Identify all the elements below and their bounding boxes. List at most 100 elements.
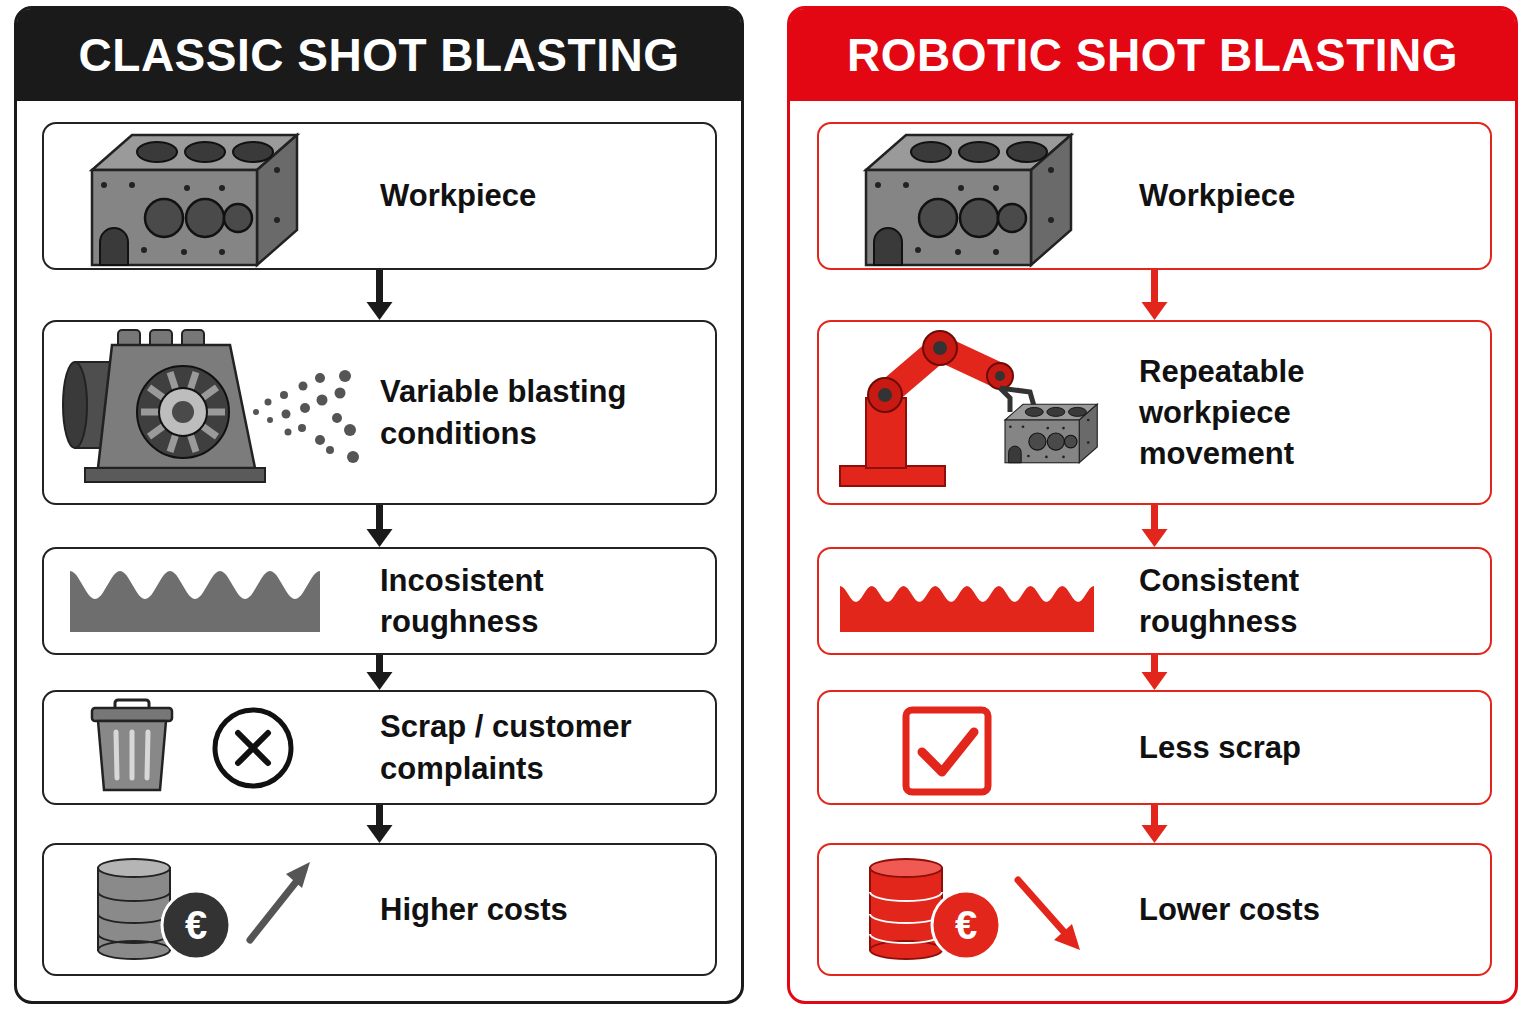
illustration-part — [215, 710, 291, 786]
illustration-part — [315, 373, 325, 383]
illustration-part — [1005, 404, 1097, 463]
arrow-head — [1142, 302, 1168, 320]
illustration-part — [98, 868, 170, 950]
flow-arrow — [367, 805, 393, 843]
illustration-part — [987, 363, 1013, 389]
illustration-part — [933, 341, 947, 355]
illustration-part — [1054, 924, 1080, 950]
blast-wheel — [63, 330, 359, 482]
illustration-part — [170, 372, 176, 389]
illustration-part — [870, 859, 942, 877]
illustration-part — [922, 732, 974, 772]
engine-block — [866, 135, 1071, 265]
illustration-part — [130, 732, 135, 778]
illustration-part — [116, 732, 117, 778]
flow-arrow — [367, 270, 393, 320]
arrow-shaft — [1151, 805, 1158, 827]
illustration-part — [286, 862, 310, 888]
illustration-part — [347, 451, 359, 463]
illustration-part — [285, 429, 292, 436]
illustration-part — [116, 732, 148, 778]
arrow-head — [367, 825, 393, 843]
illustration-part — [253, 409, 259, 415]
process-box: Workpiece — [817, 122, 1492, 270]
illustration-part — [870, 892, 942, 943]
flow-arrow — [367, 505, 393, 547]
column-panel: CLASSIC SHOT BLASTING WorkpieceVariable b… — [14, 6, 744, 1004]
illustration-part — [92, 135, 297, 265]
illustration-part — [202, 387, 217, 398]
illustration-part — [141, 409, 159, 416]
illustration-part — [1018, 880, 1064, 932]
illustration-part — [85, 468, 265, 482]
step-label: Higher costs — [380, 889, 710, 930]
illustration-part — [282, 410, 291, 419]
step-label: Variable blasting conditions — [380, 371, 710, 453]
arrow-shaft — [376, 505, 383, 531]
illustration-part — [253, 370, 359, 463]
step-label: Lower costs — [1139, 889, 1479, 930]
illustration-part — [335, 388, 346, 399]
robot-arm — [840, 331, 1097, 486]
column-panel: ROBOTIC SHOT BLASTINGWorkpieceRepeatable… — [787, 6, 1518, 1004]
arrow-shaft — [376, 655, 383, 674]
illustration-part — [878, 388, 892, 402]
process-box: Higher costs — [42, 843, 717, 976]
illustration-part — [98, 721, 166, 790]
illustration-part — [265, 399, 272, 406]
illustration-part — [202, 426, 217, 437]
illustration-part — [170, 435, 176, 452]
step-label: Workpiece — [1139, 175, 1479, 216]
illustration-part — [299, 382, 308, 391]
illustration-part — [70, 571, 320, 632]
illustration-part — [866, 135, 1071, 265]
process-box: Workpiece — [42, 122, 717, 270]
flow-arrow — [1142, 270, 1168, 320]
reject-symbol — [215, 710, 291, 786]
illustration-part — [137, 366, 229, 458]
illustration-part — [238, 733, 268, 763]
process-box: Variable blasting conditions — [42, 320, 717, 505]
arrow-head — [1142, 672, 1168, 690]
trash-can — [92, 700, 172, 790]
illustration-part — [162, 891, 230, 959]
check-box — [906, 710, 988, 792]
engine-block — [92, 135, 297, 265]
arrow-head — [367, 672, 393, 690]
arrow-shaft — [1151, 270, 1158, 304]
illustration-part — [840, 586, 1094, 632]
illustration-part — [149, 426, 164, 437]
flow-arrow — [367, 655, 393, 690]
process-box: Lower costs — [817, 843, 1492, 976]
coin-stack — [870, 859, 1080, 959]
arrow-head — [367, 302, 393, 320]
step-label: Scrap / customer complaints — [380, 706, 710, 788]
process-box: Incosistent roughness — [42, 547, 717, 655]
currency-symbol: € — [162, 891, 230, 959]
illustration-part — [339, 370, 351, 382]
illustration-part — [98, 892, 170, 943]
column-header: CLASSIC SHOT BLASTING — [17, 9, 741, 101]
illustration-part — [932, 891, 1000, 959]
coin-stack — [98, 859, 310, 959]
illustration-part — [344, 424, 356, 436]
arrow-shaft — [376, 270, 383, 304]
step-label: Incosistent roughness — [380, 560, 680, 642]
illustration-part — [149, 387, 164, 398]
illustration-part — [172, 401, 194, 423]
illustration-part — [326, 446, 334, 454]
step-label: Consistent roughness — [1139, 560, 1379, 642]
illustration-part — [923, 331, 957, 365]
illustration-part — [92, 708, 172, 721]
illustration-part — [98, 859, 170, 877]
process-box: Less scrap — [817, 690, 1492, 805]
arrow-shaft — [1151, 655, 1158, 674]
arrow-head — [1142, 825, 1168, 843]
step-label: Less scrap — [1139, 727, 1479, 768]
illustration-part — [300, 403, 310, 413]
illustration-part — [315, 435, 325, 445]
illustration-part — [190, 435, 196, 452]
